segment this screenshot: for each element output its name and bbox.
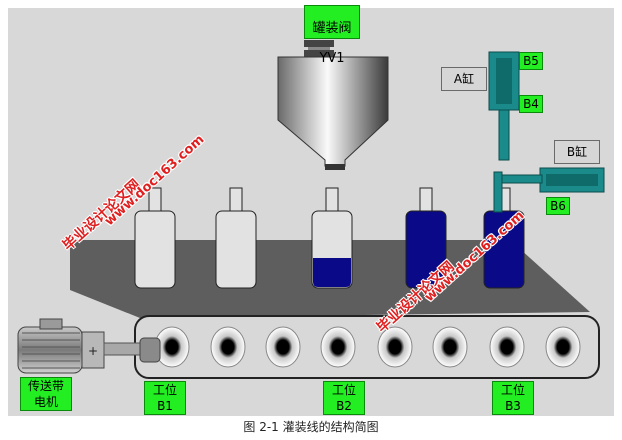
conveyor-motor: + (17, 318, 161, 374)
station-b3-label: 工位 B3 (492, 381, 534, 415)
station-b2-label: 工位 B2 (323, 381, 365, 415)
cylinder-a-label: A缸 (441, 67, 487, 91)
roller (432, 326, 468, 368)
sensor-b4-label: B4 (519, 95, 543, 113)
motor-label: 传送带 电机 (20, 377, 72, 411)
cylinder-b (493, 167, 605, 213)
figure-caption: 图 2-1 灌装线的结构简图 (243, 420, 379, 434)
roller (377, 326, 413, 368)
bottle-empty-1 (134, 187, 176, 289)
roller (545, 326, 581, 368)
sensor-b5-label: B5 (519, 52, 543, 70)
svg-text:+: + (88, 344, 98, 358)
valve-label: 罐装阀 YV1 (304, 5, 360, 66)
bottle-empty-2 (215, 187, 257, 289)
filling-hopper (277, 40, 389, 170)
valve-id: YV1 (319, 51, 345, 66)
roller (489, 326, 525, 368)
cylinder-a (488, 51, 520, 161)
valve-title: 罐装阀 (312, 21, 352, 36)
roller (265, 326, 301, 368)
bottle-filling (311, 187, 353, 289)
bottle-full-1 (405, 187, 447, 289)
sensor-b6-label: B6 (546, 197, 570, 215)
rollers (154, 326, 581, 368)
roller (320, 326, 356, 368)
cylinder-b-label: B缸 (554, 140, 600, 164)
roller (210, 326, 246, 368)
station-b1-label: 工位 B1 (144, 381, 186, 415)
roller-frame (134, 315, 600, 379)
